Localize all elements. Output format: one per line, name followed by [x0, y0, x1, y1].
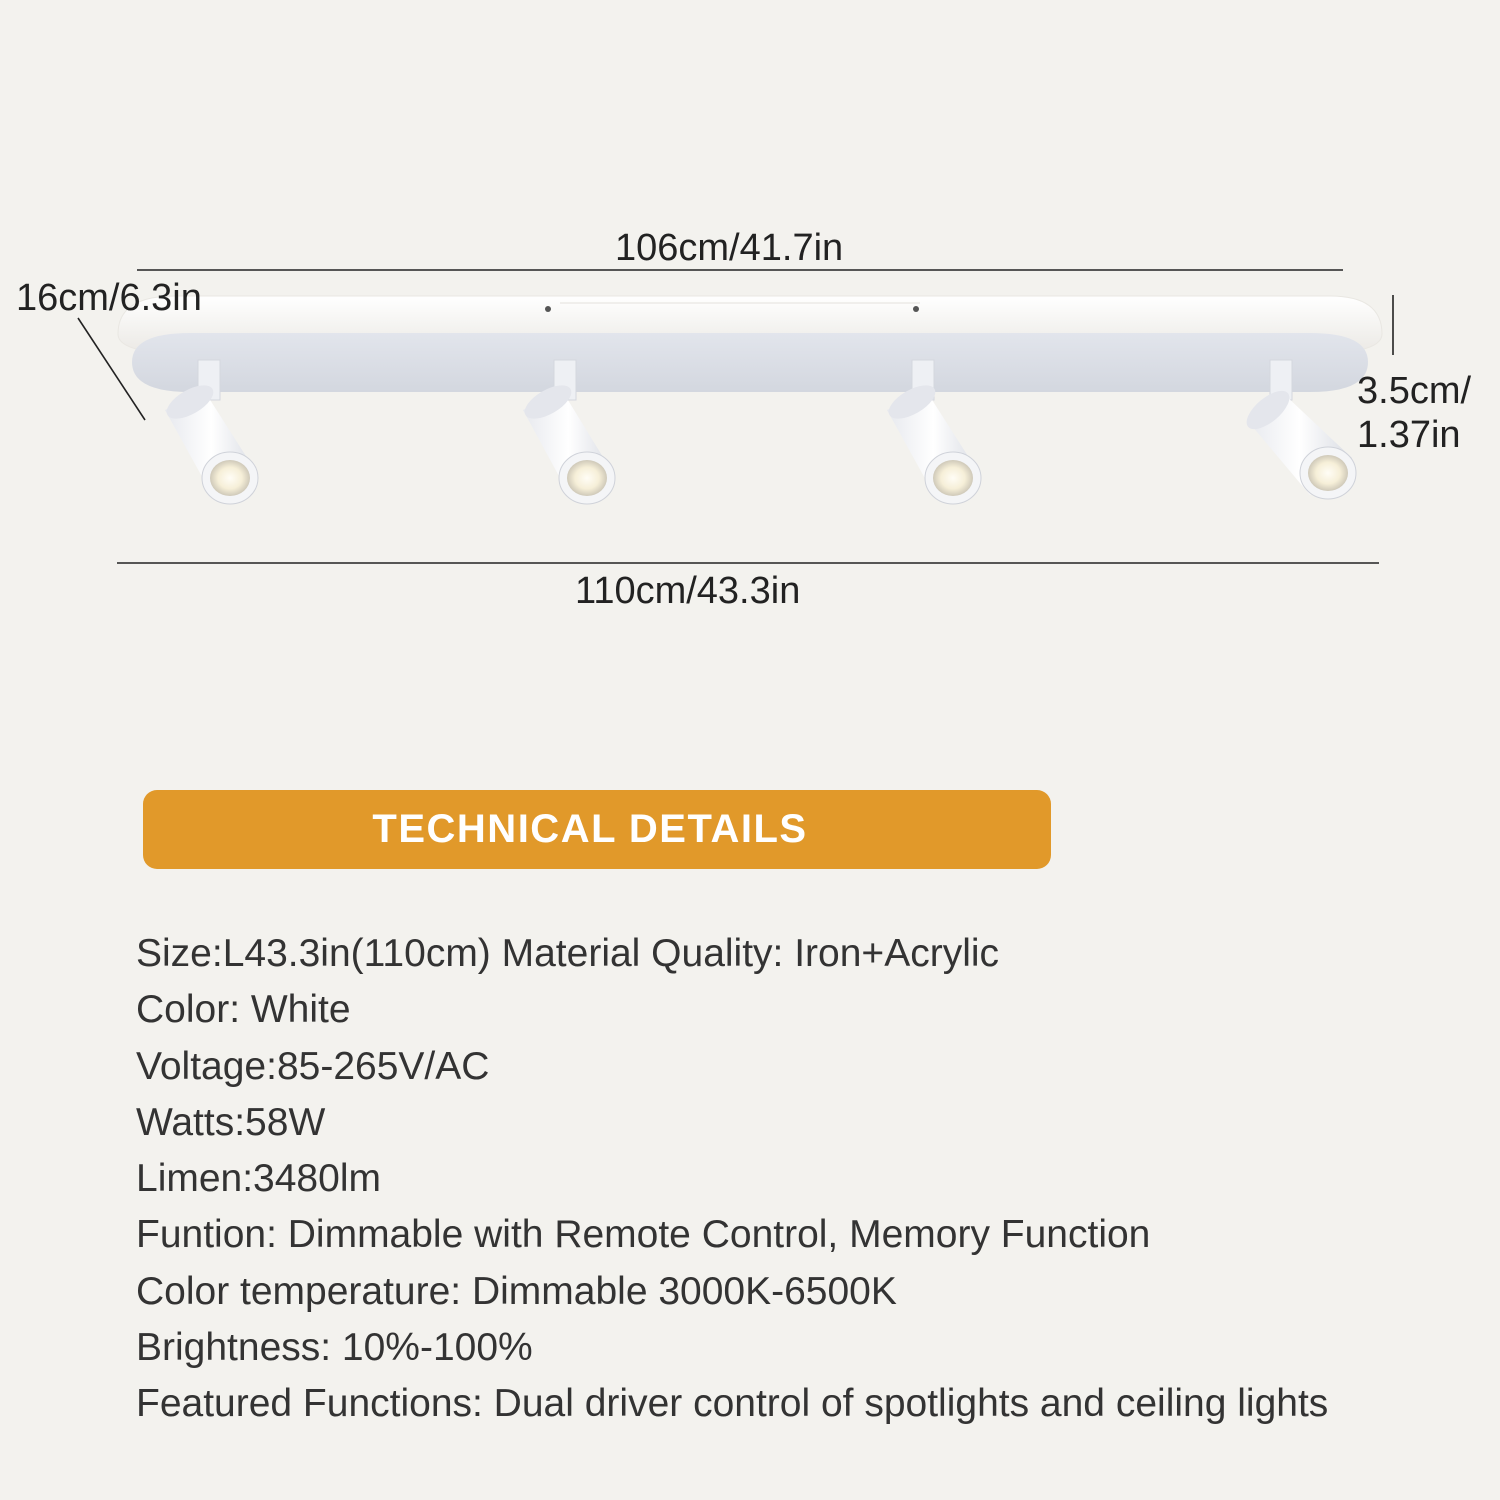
spec-featured-functions: Featured Functions: Dual driver control … — [136, 1382, 1329, 1426]
width-dimension-line — [77, 317, 146, 421]
spotlight-1 — [165, 359, 259, 505]
spec-color-temperature: Color temperature: Dimmable 3000K-6500K — [136, 1269, 897, 1313]
height-label: 3.5cm/ 1.37in — [1357, 369, 1471, 457]
technical-details-banner: TECHNICAL DETAILS — [143, 790, 1051, 869]
spotlight-2 — [523, 359, 616, 505]
width-label: 16cm/6.3in — [16, 277, 202, 319]
spec-voltage: Voltage:85-265V/AC — [136, 1044, 490, 1088]
bottom-length-label: 110cm/43.3in — [575, 570, 801, 612]
spotlight-3 — [887, 359, 982, 505]
ceiling-spotlight-fixture-illustration — [77, 269, 1394, 564]
spec-watts: Watts:58W — [136, 1100, 326, 1144]
ceiling-plate — [117, 295, 1383, 392]
spec-brightness: Brightness: 10%-100% — [136, 1326, 533, 1370]
spec-size-material: Size:L43.3in(110cm) Material Quality: Ir… — [136, 932, 1000, 975]
height-label-line-2: 1.37in — [1357, 414, 1461, 456]
spec-color: Color: White — [136, 988, 351, 1032]
spec-lumen: Limen:3480lm — [136, 1157, 381, 1201]
technical-details-title: TECHNICAL DETAILS — [372, 807, 808, 851]
spotlight-4 — [1246, 359, 1357, 500]
spec-function: Funtion: Dimmable with Remote Control, M… — [136, 1213, 1151, 1257]
spec-list: Size:L43.3in(110cm) Material Quality: Ir… — [136, 926, 1328, 1433]
top-length-label: 106cm/41.7in — [615, 227, 844, 269]
height-label-line-1: 3.5cm/ — [1357, 370, 1472, 412]
